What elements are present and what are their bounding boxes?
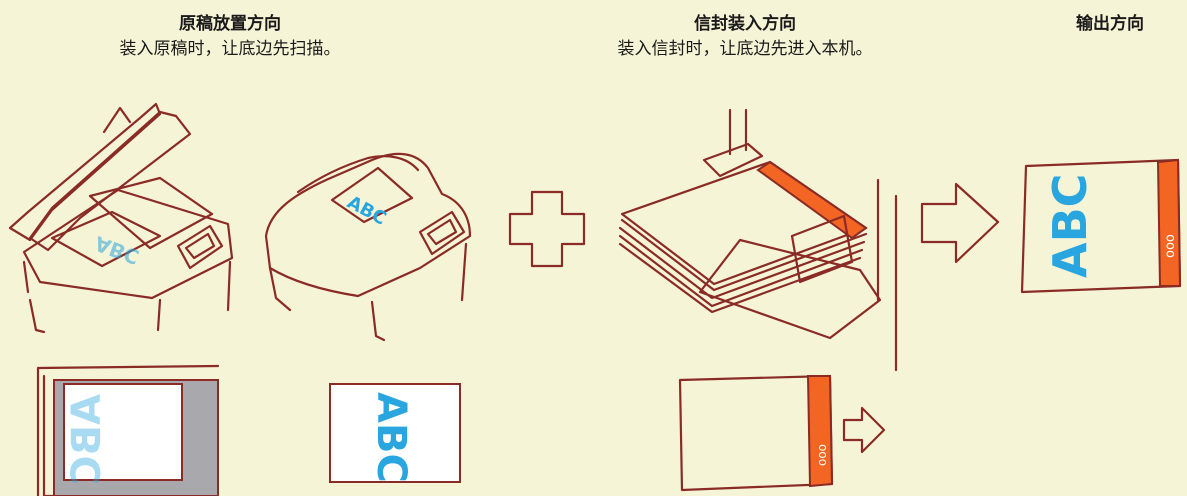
glass-orientation-diagram: ABC: [36, 364, 220, 496]
feeder-document-text: ABC: [344, 192, 390, 230]
output-envelope-mark: ooo: [1163, 234, 1178, 258]
original-placement-caption: 原稿放置方向 装入原稿时，让底边先扫描。: [60, 12, 400, 62]
envelope-load-subtitle: 装入信封时，让底边先进入本机。: [617, 39, 873, 59]
feed-direction-arrow-icon: [842, 406, 886, 454]
flatbed-scanner-illustration: ABC: [8, 102, 234, 334]
plus-icon: [508, 190, 586, 268]
original-placement-title: 原稿放置方向: [179, 14, 281, 34]
arrow-right-icon: [920, 182, 1000, 264]
output-direction-title: 输出方向: [1076, 14, 1144, 34]
output-direction-caption: 输出方向: [1040, 12, 1180, 36]
envelope-orientation-mark: ooo: [815, 444, 829, 466]
envelope-stack-illustration: [618, 108, 898, 372]
output-document-illustration: ABC ooo: [1020, 158, 1182, 294]
envelope-load-caption: 信封装入方向 装入信封时，让底边先进入本机。: [545, 12, 945, 62]
document-feeder-illustration: ABC: [264, 152, 472, 342]
feeder-orientation-diagram: ABC: [329, 383, 461, 483]
feeder-orientation-text: ABC: [368, 392, 414, 483]
envelope-orientation-diagram: ooo: [678, 374, 886, 492]
original-placement-subtitle: 装入原稿时，让底边先扫描。: [119, 39, 341, 59]
envelope-load-title: 信封装入方向: [694, 14, 796, 34]
output-document-text: ABC: [1043, 174, 1097, 278]
glass-document-text: ABC: [64, 394, 110, 485]
